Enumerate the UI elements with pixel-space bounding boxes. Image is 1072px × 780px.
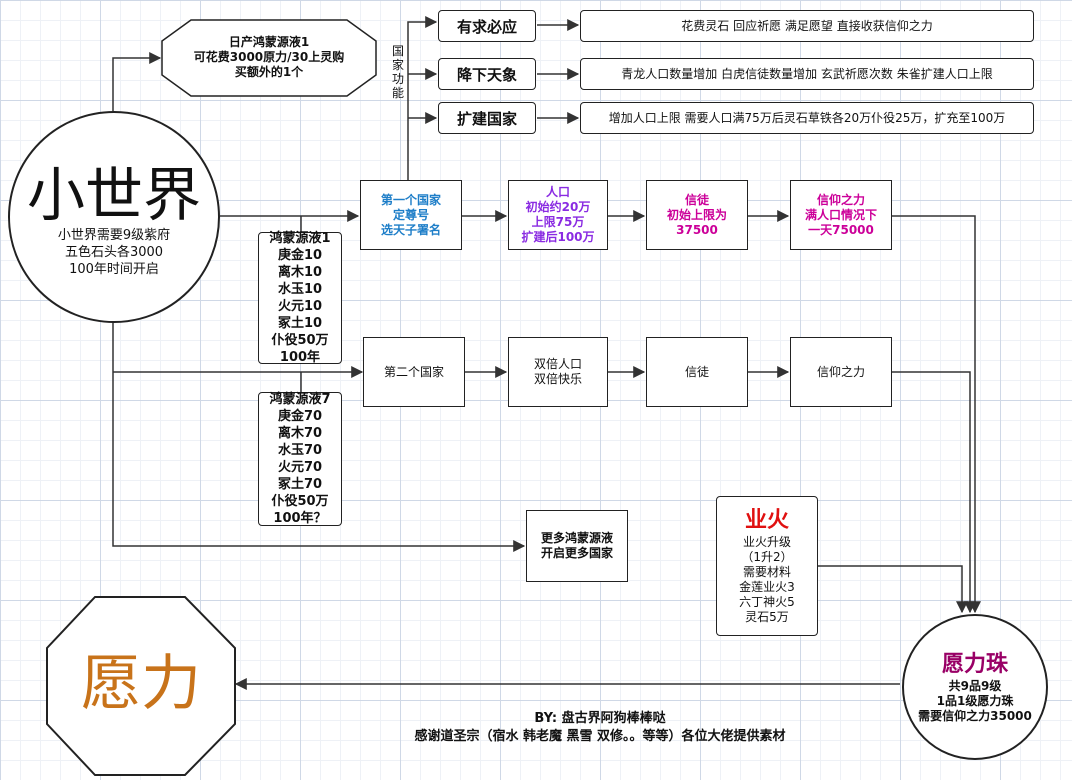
small-world-line: 五色石头各3000 <box>64 244 164 260</box>
country1-believers-line: 37500 <box>676 222 718 237</box>
country1-population-line: 扩建后100万 <box>521 230 595 244</box>
req2-line: 水玉70 <box>277 443 323 458</box>
more-line: 更多鸿蒙源液 <box>540 531 613 545</box>
country1-nation-line: 定尊号 <box>392 207 429 222</box>
country1-faith-line: 一天75000 <box>808 222 874 237</box>
function-name-box: 有求必应 <box>438 10 536 42</box>
wish-pearl-line: 共9品9级 <box>948 678 1002 693</box>
country1-population-line: 初始约20万 <box>525 200 591 214</box>
small-world-line: 小世界需要9级紫府 <box>57 227 171 243</box>
small-world-node: 小世界 小世界需要9级紫府 五色石头各3000 100年时间开启 <box>8 111 220 323</box>
req2-line: 火元70 <box>277 460 323 475</box>
small-world-line: 100年时间开启 <box>69 261 159 277</box>
karma-fire-line: 灵石5万 <box>745 610 789 624</box>
country1-faith-line: 满人口情况下 <box>804 207 877 222</box>
country2-believers-box: 信徒 <box>646 337 748 407</box>
footer-thanks: 感谢道圣宗（宿水 韩老魔 黑雪 双修。。等等）各位大佬提供素材 <box>414 729 786 744</box>
req1-line: 仆役50万 <box>271 333 329 348</box>
function-desc-box: 花费灵石 回应祈愿 满足愿望 直接收获信仰之力 <box>580 10 1034 42</box>
req2-line: 100年？ <box>273 511 327 526</box>
req1-line: 庚金10 <box>277 248 323 263</box>
req2-line: 离木70 <box>277 426 323 441</box>
daily-note-node: 日产鸿蒙源液1 可花费3000原力/30上灵购 买额外的1个 <box>161 19 377 97</box>
req1-line: 离木10 <box>277 265 323 280</box>
karma-fire-line: 业火升级 <box>742 535 791 549</box>
req1-line: 水玉10 <box>277 282 323 297</box>
req1-line: 鸿蒙源液1 <box>269 231 331 246</box>
small-world-details: 小世界需要9级紫府 五色石头各3000 100年时间开启 <box>58 227 170 278</box>
country1-faith-box: 信仰之力 满人口情况下 一天75000 <box>790 180 892 250</box>
function-desc-box: 青龙人口数量增加 白虎信徒数量增加 玄武祈愿次数 朱雀扩建人口上限 <box>580 58 1034 90</box>
country2-faith-box: 信仰之力 <box>790 337 892 407</box>
wish-power-octagon <box>46 596 236 776</box>
daily-note-line: 可花费3000原力/30上灵购 <box>193 50 345 64</box>
req2-line: 鸿蒙源液7 <box>269 392 331 407</box>
karma-fire-line: （1升2） <box>741 550 793 564</box>
octagon-shape <box>161 19 377 97</box>
karma-fire-line: 需要材料 <box>742 565 791 579</box>
more-countries-box: 更多鸿蒙源液 开启更多国家 <box>526 510 628 582</box>
country2-population-line: 双倍人口 <box>533 357 582 371</box>
req1-line: 100年 <box>279 350 321 365</box>
more-line: 开启更多国家 <box>540 546 613 560</box>
country2-population-box: 双倍人口 双倍快乐 <box>508 337 608 407</box>
wish-power-label: 愿力 <box>81 649 201 719</box>
small-world-title: 小世界 <box>26 160 201 229</box>
req2-line: 冢土70 <box>277 477 323 492</box>
karma-fire-box: 业火 业火升级 （1升2） 需要材料 金莲业火3 六丁神火5 灵石5万 <box>716 496 818 636</box>
karma-fire-line: 六丁神火5 <box>739 595 795 609</box>
req1-line: 火元10 <box>277 299 323 314</box>
country1-population-line: 上限75万 <box>531 215 585 229</box>
country1-population-line: 人口 <box>545 185 570 199</box>
daily-note-line: 日产鸿蒙源液1 <box>228 35 310 49</box>
country2-nation-box: 第二个国家 <box>363 337 465 407</box>
wish-pearl-node: 愿力珠 共9品9级 1品1级愿力珠 需要信仰之力35000 <box>902 614 1048 760</box>
country1-faith-line: 信仰之力 <box>816 192 865 207</box>
country1-believers-box: 信徒 初始上限为 37500 <box>646 180 748 250</box>
country1-population-box: 人口 初始约20万 上限75万 扩建后100万 <box>508 180 608 250</box>
daily-note-line: 买额外的1个 <box>234 65 304 79</box>
country1-nation-line: 第一个国家 <box>380 192 441 207</box>
wish-pearl-line: 需要信仰之力35000 <box>918 708 1032 723</box>
country2-population-line: 双倍快乐 <box>533 372 582 386</box>
country1-believers-line: 初始上限为 <box>666 207 727 222</box>
karma-fire-line: 金莲业火3 <box>739 580 795 594</box>
req2-line: 庚金70 <box>277 409 323 424</box>
country1-nation-line: 选天子署名 <box>380 222 441 237</box>
country-function-label: 国家功能 <box>391 44 404 100</box>
country2-requirements-box: 鸿蒙源液7 庚金70 离木70 水玉70 火元70 冢土70 仆役50万 100… <box>258 392 342 526</box>
country1-nation-box: 第一个国家 定尊号 选天子署名 <box>360 180 462 250</box>
country1-believers-line: 信徒 <box>684 192 709 207</box>
karma-fire-title: 业火 <box>744 508 789 533</box>
footer-credits: BY: 盘古界阿狗棒棒哒 感谢道圣宗（宿水 韩老魔 黑雪 双修。。等等）各位大佬… <box>330 710 870 746</box>
wish-pearl-line: 1品1级愿力珠 <box>936 693 1014 708</box>
req1-line: 冢土10 <box>277 316 323 331</box>
req2-line: 仆役50万 <box>271 494 329 509</box>
function-name-box: 扩建国家 <box>438 102 536 134</box>
function-desc-box: 增加人口上限 需要人口满75万后灵石草铁各20万仆役25万，扩充至100万 <box>580 102 1034 134</box>
function-name-box: 降下天象 <box>438 58 536 90</box>
country1-requirements-box: 鸿蒙源液1 庚金10 离木10 水玉10 火元10 冢土10 仆役50万 100… <box>258 231 342 365</box>
footer-by: BY: 盘古界阿狗棒棒哒 <box>534 711 666 726</box>
wish-pearl-title: 愿力珠 <box>941 651 1008 677</box>
